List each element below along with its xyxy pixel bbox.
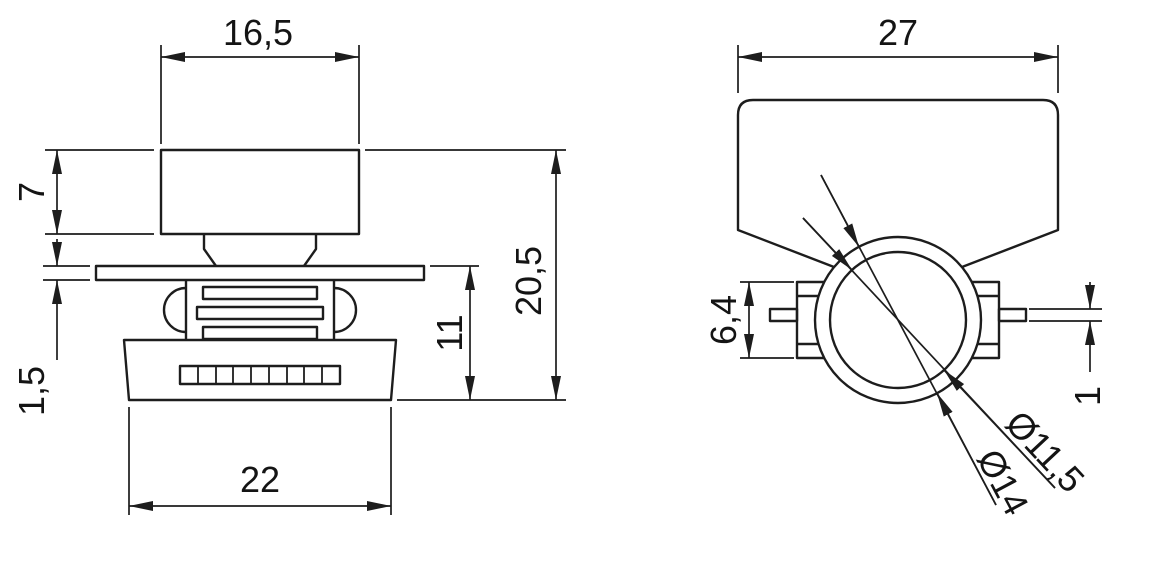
- dim-base-width: 22: [128, 407, 392, 515]
- dim-label: 20,5: [508, 246, 549, 316]
- dim-label: 1: [1067, 386, 1108, 406]
- side-clip-right: [333, 286, 358, 334]
- dim-label: 27: [878, 12, 918, 53]
- cap-outline: [159, 148, 361, 236]
- cap-front-outline: [736, 98, 1060, 269]
- pin-left: [768, 307, 799, 323]
- extension-lines: [45, 149, 154, 235]
- dim-cap-height: 7: [11, 149, 154, 235]
- dim-tab-height: 6,4: [703, 281, 794, 359]
- side-view: 16,5 7 1,5 11 20,5: [11, 12, 566, 515]
- neck-outline: [202, 234, 318, 267]
- dim-label: 11: [429, 314, 470, 351]
- extension-lines: [1029, 308, 1102, 322]
- dim-lower-height: 11: [429, 265, 479, 400]
- thread-bar: [201, 285, 319, 301]
- arrow-segment: [936, 392, 997, 506]
- arrow-segment: [943, 369, 1056, 489]
- side-clip-left: [162, 286, 187, 334]
- dim-label: 7: [11, 182, 52, 202]
- extension-lines: [43, 265, 90, 281]
- extension-lines: [365, 149, 566, 401]
- dim-cap-width: 16,5: [160, 12, 360, 144]
- extension-lines: [128, 407, 392, 515]
- pin-right: [997, 307, 1028, 323]
- extension-lines: [160, 45, 360, 144]
- knurl-band: [178, 364, 342, 386]
- dim-label: 1,5: [11, 366, 52, 416]
- dim-flange-thickness: 1,5: [11, 239, 90, 416]
- dim-overall-width: 27: [737, 12, 1059, 93]
- dim-label: 16,5: [223, 12, 293, 53]
- dim-label: 22: [240, 459, 280, 500]
- dim-pin-thickness: 1: [1029, 282, 1108, 406]
- front-view: 27 6,4 1 Ø14 Ø11,5: [703, 12, 1108, 522]
- thread-bar: [195, 305, 325, 321]
- body-sides: [184, 280, 336, 340]
- knurl-dividers: [197, 366, 323, 384]
- flange-outline: [94, 264, 426, 282]
- arrow-segment: [820, 174, 860, 248]
- dim-label: 6,4: [703, 295, 744, 345]
- arrow-segment: [802, 217, 853, 271]
- inner-circle: [828, 250, 968, 390]
- base-outline: [122, 338, 398, 402]
- dim-overall-height: 20,5: [365, 149, 566, 401]
- thread-bar: [201, 325, 319, 341]
